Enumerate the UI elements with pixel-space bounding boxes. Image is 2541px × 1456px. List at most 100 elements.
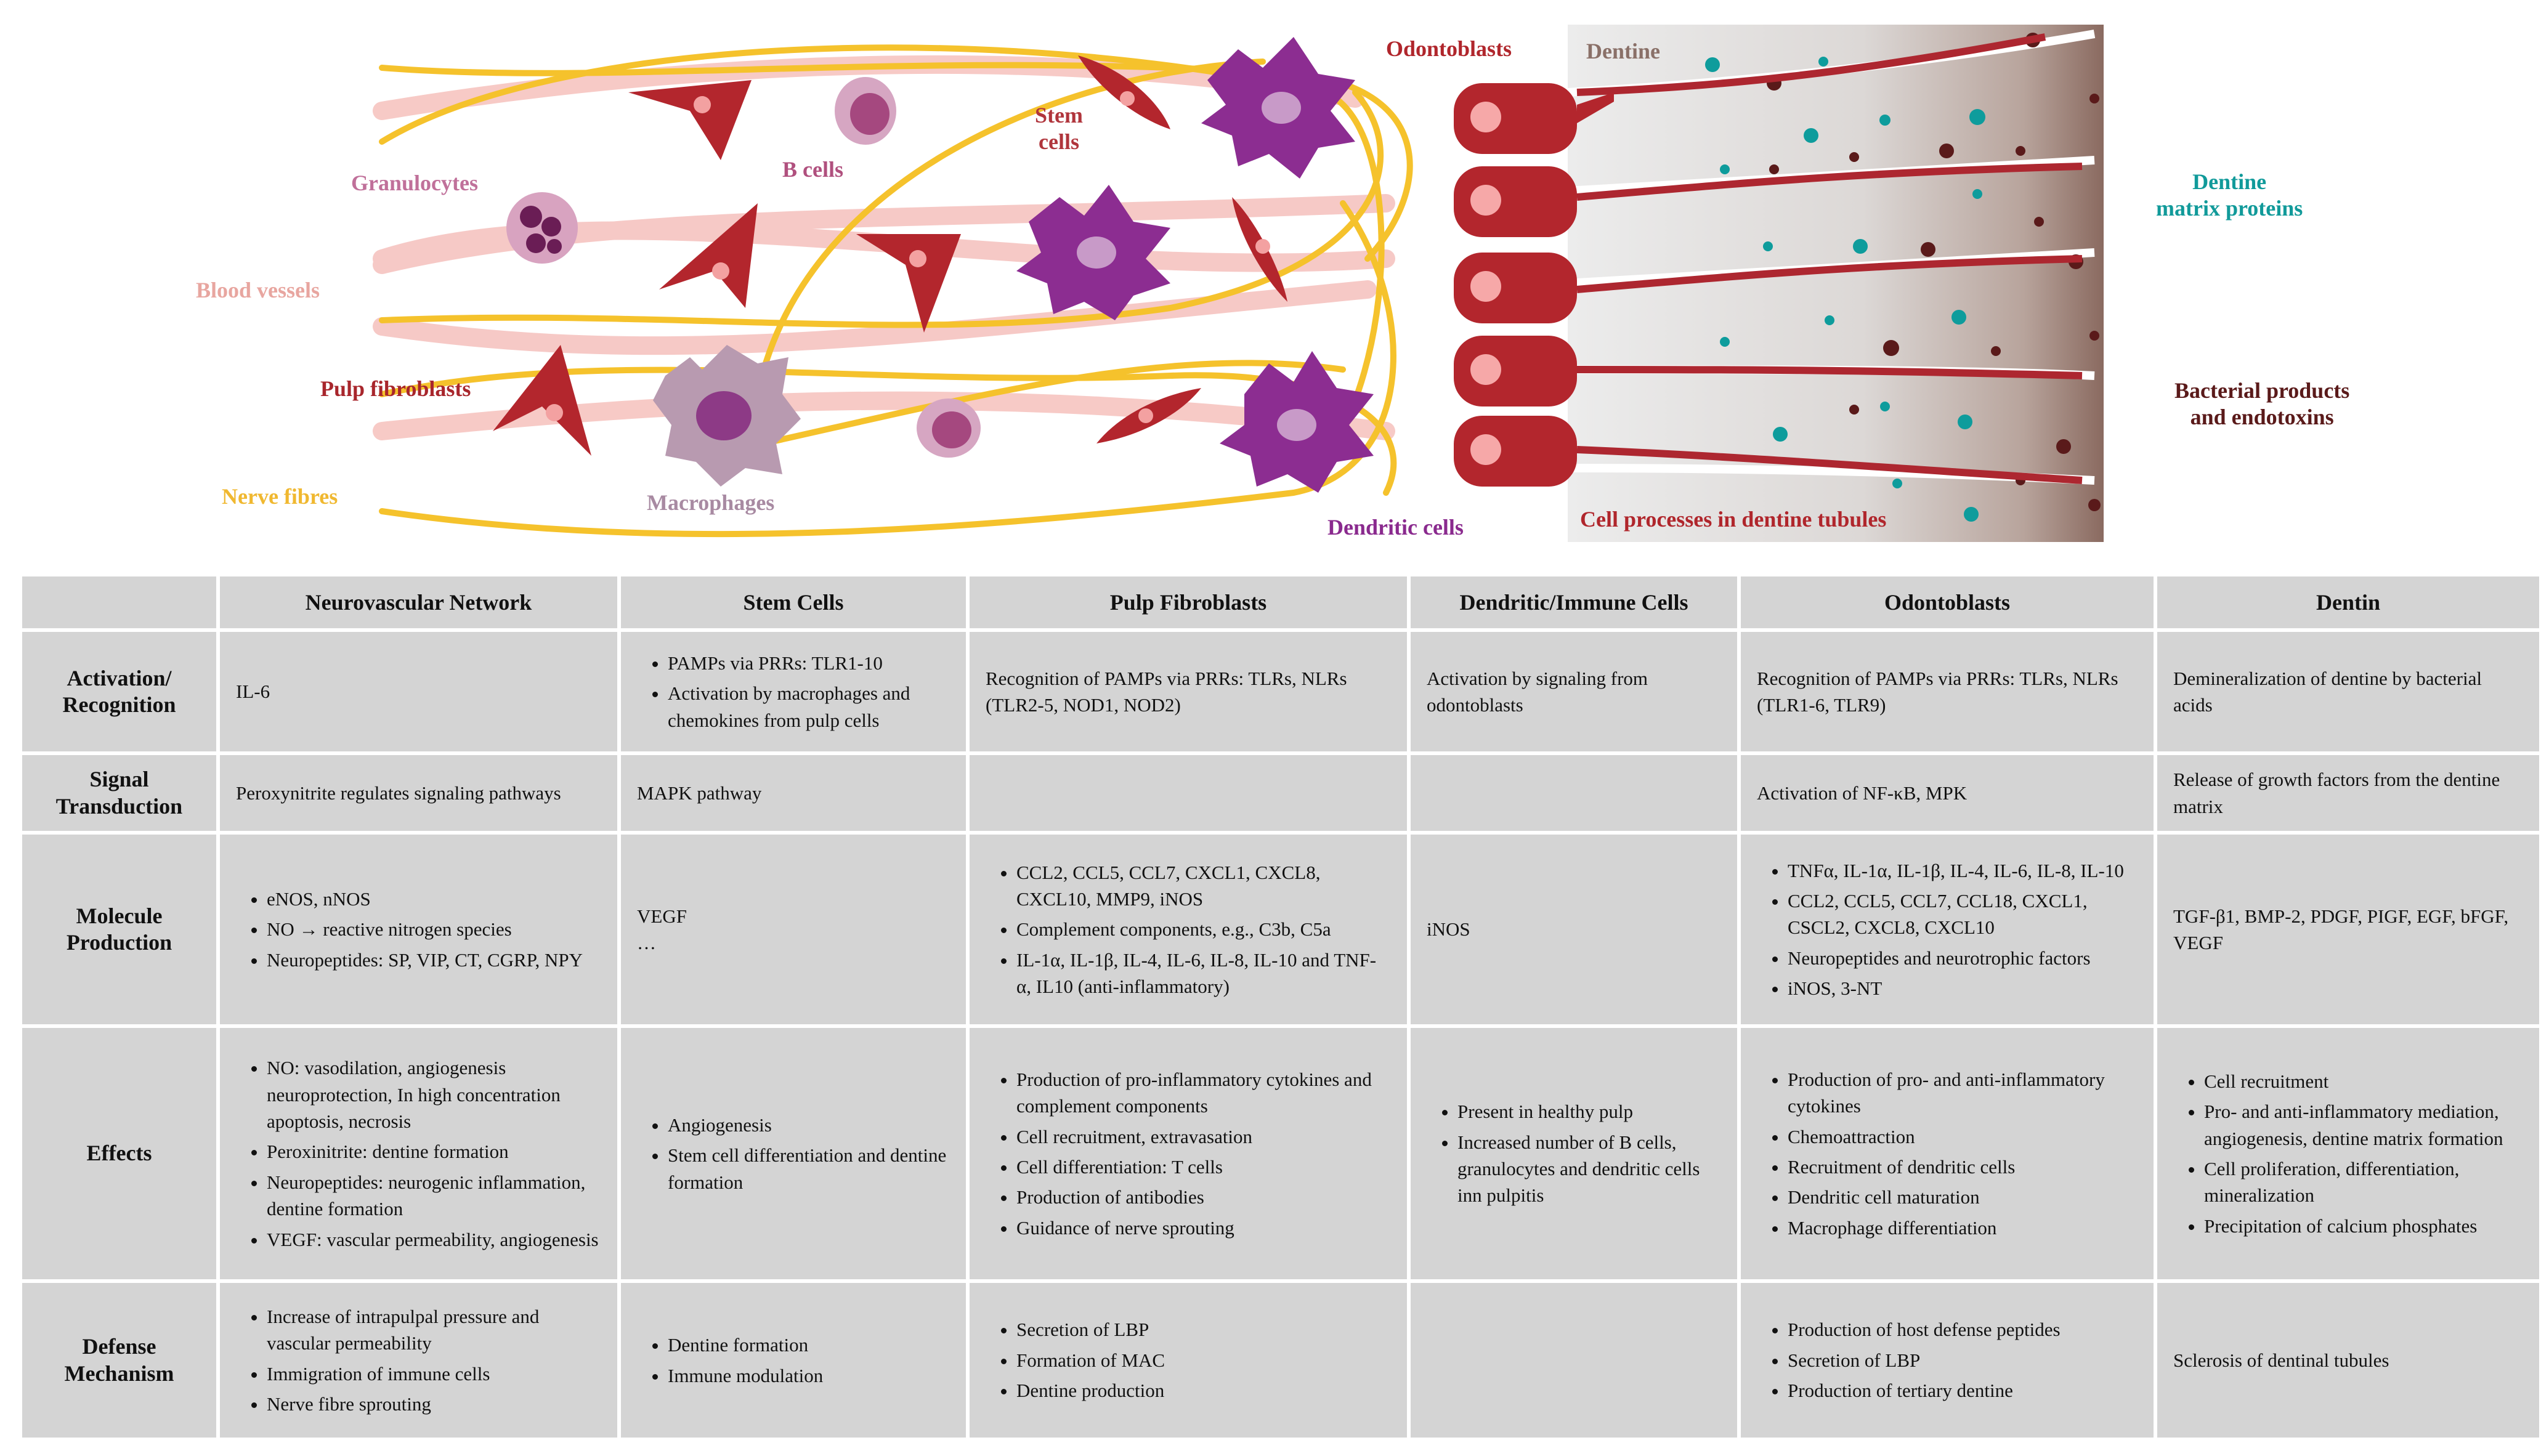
label-stem-cells: Stem cells (1035, 103, 1083, 155)
list-item: CCL2, CCL5, CCL7, CCL18, CXCL1, CSCL2, C… (1788, 888, 2138, 941)
column-header: Dentin (2157, 576, 2539, 628)
bullet-list: Cell recruitmentPro- and anti-inflammato… (2173, 1068, 2523, 1239)
cell-text: Activation by signaling from odontoblast… (1427, 667, 1648, 716)
list-item: Cell recruitment (2204, 1068, 2523, 1094)
label-blood-vessels: Blood vessels (196, 278, 320, 302)
label-granulocytes: Granulocytes (351, 171, 478, 195)
cell-text: Release of growth factors from the denti… (2173, 769, 2500, 817)
pulp-illustration: Granulocytes B cells Stem cells Odontobl… (0, 0, 2541, 573)
cell-text: VEGF (637, 905, 687, 927)
table-cell: MAPK pathway (621, 754, 966, 831)
table-cell: Production of pro-inflammatory cytokines… (970, 1028, 1407, 1280)
cell-text: MAPK pathway (637, 782, 762, 804)
list-item: Pro- and anti-inflammatory mediation, an… (2204, 1098, 2523, 1152)
list-item: Dentine formation (668, 1332, 950, 1358)
table-cell: Activation of NF-κB, MPK (1741, 754, 2154, 831)
column-header: Stem Cells (621, 576, 966, 628)
list-item: Immune modulation (668, 1362, 950, 1389)
table-cell: Production of host defense peptidesSecre… (1741, 1283, 2154, 1438)
list-item: Nerve fibre sprouting (267, 1391, 601, 1417)
list-item: Recruitment of dendritic cells (1788, 1154, 2138, 1180)
list-item: Cell proliferation, differentiation, min… (2204, 1155, 2523, 1209)
row-header: Molecule Production (22, 835, 216, 1025)
label-odontoblasts: Odontoblasts (1386, 36, 1512, 61)
bullet-list: NO: vasodilation, angiogenesis neuroprot… (236, 1054, 601, 1253)
table-cell: Production of pro- and anti-inflammatory… (1741, 1028, 2154, 1280)
table-cell: PAMPs via PRRs: TLR1-10Activation by mac… (621, 632, 966, 751)
column-header: Odontoblasts (1741, 576, 2154, 628)
list-item: Production of host defense peptides (1788, 1316, 2138, 1343)
column-header: Neurovascular Network (220, 576, 617, 628)
cell-text: Demineralization of dentine by bacterial… (2173, 667, 2482, 716)
dentine-matrix-protein-dots (1705, 57, 1985, 522)
cell-text: Sclerosis of dentinal tubules (2173, 1349, 2389, 1371)
label-dendritic-cells: Dendritic cells (1327, 515, 1464, 540)
table-cell: iNOS (1411, 835, 1737, 1025)
cell-text: Recognition of PAMPs via PRRs: TLRs, NLR… (986, 667, 1347, 716)
list-item: Formation of MAC (1016, 1347, 1391, 1373)
table-cell: Peroxynitrite regulates signaling pathwa… (220, 754, 617, 831)
bullet-list: PAMPs via PRRs: TLR1-10Activation by mac… (637, 650, 950, 734)
list-item: Production of antibodies (1016, 1184, 1391, 1210)
table-cell: Recognition of PAMPs via PRRs: TLRs, NLR… (970, 632, 1407, 751)
list-item: Precipitation of calcium phosphates (2204, 1213, 2523, 1239)
list-item: Cell differentiation: T cells (1016, 1154, 1391, 1180)
odontoblast-cells (1454, 33, 2083, 487)
bullet-list: AngiogenesisStem cell differentiation an… (637, 1112, 950, 1195)
table-cell: Recognition of PAMPs via PRRs: TLRs, NLR… (1741, 632, 2154, 751)
table-cell (1411, 754, 1737, 831)
label-nerve-fibres: Nerve fibres (222, 484, 338, 509)
table-row: Defense MechanismIncrease of intrapulpal… (22, 1283, 2539, 1438)
table-cell: eNOS, nNOSNO → reactive nitrogen species… (220, 835, 617, 1025)
table-cell: VEGF … (621, 835, 966, 1025)
list-item: IL-1α, IL-1β, IL-4, IL-6, IL-8, IL-10 an… (1016, 947, 1391, 1000)
table-cell: Demineralization of dentine by bacterial… (2157, 632, 2539, 751)
cell-text: iNOS (1427, 918, 1470, 940)
list-item: Increase of intrapulpal pressure and vas… (267, 1303, 601, 1357)
row-header: Signal Transduction (22, 754, 216, 831)
list-item: NO: vasodilation, angiogenesis neuroprot… (267, 1054, 601, 1134)
list-item: Production of pro-inflammatory cytokines… (1016, 1066, 1391, 1120)
table-cell: Release of growth factors from the denti… (2157, 754, 2539, 831)
cell-text: … (637, 932, 656, 954)
table-cell: IL-6 (220, 632, 617, 751)
list-item: Stem cell differentiation and dentine fo… (668, 1142, 950, 1195)
list-item: Dentine production (1016, 1377, 1391, 1404)
bullet-list: Production of pro-inflammatory cytokines… (986, 1066, 1391, 1241)
list-item: Secretion of LBP (1788, 1347, 2138, 1373)
row-header: Effects (22, 1028, 216, 1280)
list-item: Immigration of immune cells (267, 1361, 601, 1387)
table-row: Molecule ProductioneNOS, nNOSNO → reacti… (22, 835, 2539, 1025)
table-cell (970, 754, 1407, 831)
bullet-list: CCL2, CCL5, CCL7, CXCL1, CXCL8, CXCL10, … (986, 859, 1391, 1000)
list-item: Production of pro- and anti-inflammatory… (1788, 1066, 2138, 1120)
list-item: Neuropeptides and neurotrophic factors (1788, 945, 2138, 971)
list-item: Present in healthy pulp (1457, 1098, 1721, 1125)
cell-text: TGF-β1, BMP-2, PDGF, PIGF, EGF, bFGF, VE… (2173, 905, 2509, 954)
column-header: Pulp Fibroblasts (970, 576, 1407, 628)
table-cell: Cell recruitmentPro- and anti-inflammato… (2157, 1028, 2539, 1280)
label-bacterial-products: Bacterial products and endotoxins (2174, 378, 2350, 430)
bullet-list: Secretion of LBPFormation of MACDentine … (986, 1316, 1391, 1404)
pulp-illustration-graphic (373, 25, 2104, 542)
bacterial-product-dots (1767, 33, 2101, 511)
list-item: eNOS, nNOS (267, 886, 601, 912)
bullet-list: Increase of intrapulpal pressure and vas… (236, 1303, 601, 1418)
cell-text: Peroxynitrite regulates signaling pathwa… (236, 782, 561, 804)
granulocyte-cell (506, 192, 578, 264)
label-dentine: Dentine (1586, 39, 1660, 63)
table-cell: NO: vasodilation, angiogenesis neuroprot… (220, 1028, 617, 1280)
list-item: Dendritic cell maturation (1788, 1184, 2138, 1210)
table-row: Signal Transduction Peroxynitrite regulat… (22, 754, 2539, 831)
list-item: CCL2, CCL5, CCL7, CXCL1, CXCL8, CXCL10, … (1016, 859, 1391, 913)
label-b-cells: B cells (782, 157, 843, 182)
list-item: TNFα, IL-1α, IL-1β, IL-4, IL-6, IL-8, IL… (1788, 857, 2138, 884)
bullet-list: eNOS, nNOSNO → reactive nitrogen species… (236, 886, 601, 973)
table-cell: Dentine formationImmune modulation (621, 1283, 966, 1438)
list-item: PAMPs via PRRs: TLR1-10 (668, 650, 950, 676)
list-item: Macrophage differentiation (1788, 1215, 2138, 1241)
bullet-list: Dentine formationImmune modulation (637, 1332, 950, 1389)
